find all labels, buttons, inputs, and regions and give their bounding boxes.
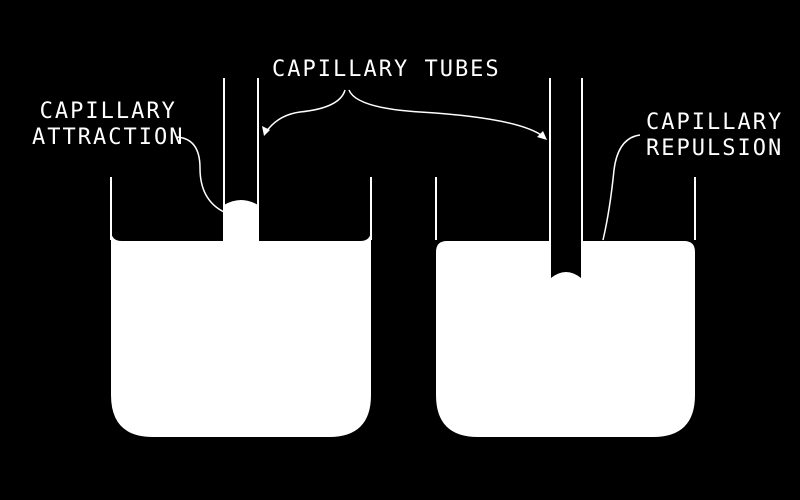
capillary-tubes-label: CAPILLARY TUBES bbox=[272, 57, 501, 83]
repulsion-pointer bbox=[602, 134, 641, 241]
left-beaker-liquid bbox=[111, 200, 371, 437]
tubes-arrowhead-left bbox=[262, 126, 270, 136]
capillary-repulsion-label: CAPILLARY REPULSION bbox=[646, 110, 783, 162]
tubes-pointer-right bbox=[348, 89, 545, 138]
tubes-pointer-left bbox=[265, 89, 346, 133]
tubes-arrowhead-right bbox=[537, 131, 547, 140]
attraction-line-1: CAPILLARY bbox=[39, 99, 177, 124]
attraction-line-2: ATTRACTION bbox=[32, 125, 185, 150]
capillary-attraction-label: CAPILLARY ATTRACTION bbox=[32, 99, 184, 151]
capillary-tubes-text: CAPILLARY TUBES bbox=[272, 57, 501, 82]
right-beaker-liquid bbox=[436, 241, 695, 437]
repulsion-line-1: CAPILLARY bbox=[646, 110, 784, 135]
attraction-pointer bbox=[175, 136, 225, 213]
repulsion-line-2: REPULSION bbox=[646, 136, 784, 161]
